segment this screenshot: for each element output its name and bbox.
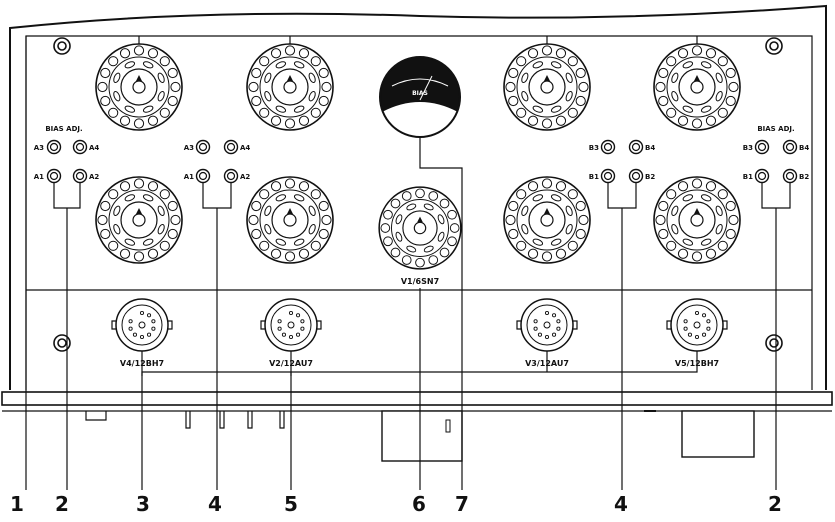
jack-inner-a3[interactable]	[195, 139, 211, 155]
bias-meter: BIAS	[379, 56, 461, 140]
v4-socket	[111, 298, 173, 352]
mounting-screws	[53, 37, 783, 352]
callout-2-right: 2	[768, 492, 782, 516]
jack-labels: BIAS ADJ. BIAS ADJ. A3 A4 A1 A2 A3 A4 A1…	[34, 125, 810, 181]
screw-bottom-left-icon	[53, 334, 71, 352]
v1-socket	[378, 186, 462, 270]
label-inner-a3: A3	[184, 144, 194, 152]
jack-right-b2[interactable]	[782, 168, 798, 184]
screw-bottom-right-icon	[765, 334, 783, 352]
label-inner-b4: B4	[645, 144, 655, 152]
label-left-a2: A2	[89, 173, 99, 181]
jack-inner-a1[interactable]	[195, 168, 211, 184]
jack-left-a3[interactable]	[46, 139, 62, 155]
jack-right-b4[interactable]	[782, 139, 798, 155]
leader-lines	[25, 36, 791, 490]
power-tube-socket-top-3	[503, 43, 591, 131]
small-socket-pins	[128, 310, 711, 340]
screw-top-left-icon	[53, 37, 71, 55]
power-tube-socket-bottom-1	[95, 176, 183, 264]
callout-7: 7	[455, 492, 469, 516]
callout-numbers: 1 2 3 4 5 6 7 4 2	[10, 492, 782, 516]
jack-right-b1[interactable]	[754, 168, 770, 184]
jack-right-b3[interactable]	[754, 139, 770, 155]
label-inner-b1: B1	[589, 173, 599, 181]
screw-top-right-icon	[765, 37, 783, 55]
label-inner-b3: B3	[589, 144, 599, 152]
label-inner-a4: A4	[240, 144, 250, 152]
v3-socket	[516, 298, 578, 352]
v5-socket	[666, 298, 728, 352]
tube-label-v1: V1/6SN7	[401, 277, 439, 286]
label-right-b1: B1	[743, 173, 753, 181]
bias-adj-label-left: BIAS ADJ.	[45, 125, 82, 133]
power-tube-socket-bottom-4	[653, 176, 741, 264]
bias-meter-label: BIAS	[412, 90, 428, 97]
jack-left-a1[interactable]	[46, 168, 62, 184]
label-left-a3: A3	[34, 144, 44, 152]
jack-inner-b1[interactable]	[600, 168, 616, 184]
jack-left-a4[interactable]	[72, 139, 88, 155]
v2-socket	[260, 298, 322, 352]
power-tube-socket-top-2	[246, 43, 334, 131]
chassis	[1, 4, 833, 462]
jack-left-a2[interactable]	[72, 168, 88, 184]
bias-adjust-jacks	[46, 139, 798, 184]
label-right-b4: B4	[799, 144, 809, 152]
jack-inner-a2[interactable]	[223, 168, 239, 184]
label-right-b3: B3	[743, 144, 753, 152]
callout-2-left: 2	[55, 492, 69, 516]
jack-inner-b2[interactable]	[628, 168, 644, 184]
callout-4-right: 4	[614, 492, 628, 516]
callout-5: 5	[284, 492, 298, 516]
bias-adj-label-right: BIAS ADJ.	[757, 125, 794, 133]
label-left-a4: A4	[89, 144, 99, 152]
label-inner-b2: B2	[645, 173, 655, 181]
power-tube-socket-bottom-3	[503, 176, 591, 264]
label-left-a1: A1	[34, 173, 44, 181]
label-inner-a1: A1	[184, 173, 194, 181]
power-tube-socket-top-4	[653, 43, 741, 131]
power-tube-socket-top-1	[95, 43, 183, 131]
label-right-b2: B2	[799, 173, 809, 181]
callout-1: 1	[10, 492, 24, 516]
label-inner-a2: A2	[240, 173, 250, 181]
jack-inner-a4[interactable]	[223, 139, 239, 155]
power-tube-socket-bottom-2	[246, 176, 334, 264]
jack-inner-b4[interactable]	[628, 139, 644, 155]
callout-3: 3	[136, 492, 150, 516]
callout-6: 6	[412, 492, 426, 516]
jack-inner-b3[interactable]	[600, 139, 616, 155]
callout-4-left: 4	[208, 492, 222, 516]
